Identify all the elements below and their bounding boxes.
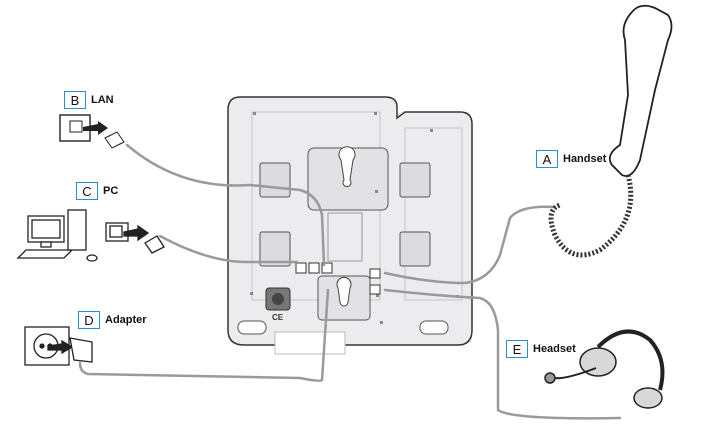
power-outlet bbox=[24, 326, 93, 366]
phone-base: CE bbox=[227, 96, 473, 355]
callout-letter: A bbox=[536, 150, 558, 168]
callout-label: PC bbox=[103, 185, 119, 197]
callout-lan: B LAN bbox=[64, 91, 114, 109]
headset bbox=[544, 329, 665, 409]
callout-adapter: D Adapter bbox=[78, 311, 147, 329]
label-plate bbox=[274, 331, 346, 355]
wall-mount-keyhole bbox=[307, 146, 389, 321]
speaker-vents bbox=[237, 320, 449, 335]
handset-coiled-cord bbox=[548, 174, 634, 258]
callout-pc: C PC bbox=[76, 182, 118, 200]
callout-headset: E Headset bbox=[506, 340, 576, 358]
callout-letter: D bbox=[78, 311, 100, 329]
base-clips bbox=[259, 162, 431, 267]
callout-label: Headset bbox=[533, 343, 576, 355]
lan-wall-jack bbox=[59, 114, 125, 149]
base-ports bbox=[295, 262, 381, 295]
callout-label: Adapter bbox=[105, 314, 147, 326]
ce-mark: CE bbox=[272, 313, 284, 322]
callout-letter: C bbox=[76, 182, 98, 200]
callout-letter: B bbox=[64, 91, 86, 109]
computer bbox=[16, 209, 165, 262]
callout-label: Handset bbox=[563, 153, 607, 165]
callout-label: LAN bbox=[91, 94, 114, 106]
callout-handset: A Handset bbox=[536, 150, 606, 168]
callout-letter: E bbox=[506, 340, 528, 358]
cables bbox=[78, 143, 622, 420]
handset bbox=[608, 4, 673, 177]
